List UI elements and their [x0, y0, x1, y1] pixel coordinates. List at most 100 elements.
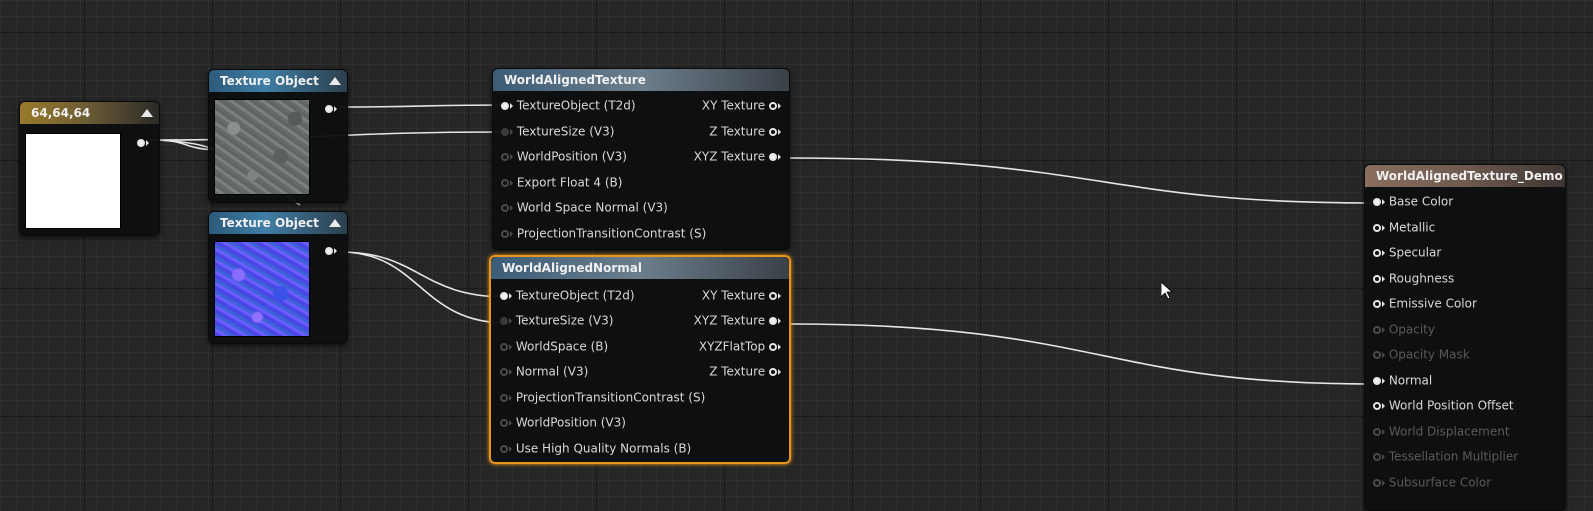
pin-icon[interactable] [137, 138, 145, 147]
node-header[interactable]: Texture Object [209, 212, 347, 234]
pin-arrow-icon [778, 292, 781, 299]
wire-wat-xyz-to-basecolor[interactable] [789, 157, 1373, 204]
input-pin-roughness[interactable]: Roughness [1373, 268, 1454, 288]
output-pin[interactable] [325, 98, 337, 118]
input-pin-worldspace[interactable]: WorldSpace (B) [500, 336, 608, 356]
pin-icon[interactable] [769, 291, 777, 300]
pin-icon[interactable] [1373, 223, 1381, 232]
pin-label: Normal (V3) [515, 364, 589, 379]
pin-icon[interactable] [500, 316, 508, 325]
output-pin-ztexture[interactable]: Z Texture [709, 121, 781, 141]
texture-object-node-2[interactable]: Texture Object [208, 211, 348, 344]
node-header[interactable]: WorldAlignedTexture_Demo [1365, 165, 1565, 187]
pin-icon[interactable] [1373, 452, 1381, 461]
input-pin-worldpositionoffset[interactable]: World Position Offset [1373, 395, 1514, 415]
pin-icon[interactable] [500, 444, 508, 453]
input-pin-worlddisplacement[interactable]: World Displacement [1373, 421, 1510, 441]
pin-label: TextureSize (V3) [516, 124, 615, 139]
input-pin-normal[interactable]: Normal [1373, 370, 1432, 390]
pin-icon[interactable] [1373, 376, 1381, 385]
pin-icon[interactable] [769, 127, 777, 136]
pin-icon[interactable] [501, 178, 509, 187]
input-pin-normal[interactable]: Normal (V3) [500, 361, 588, 381]
input-pin-emissive[interactable]: Emissive Color [1373, 293, 1477, 313]
pin-label: ProjectionTransitionContrast (S) [516, 226, 707, 241]
pin-arrow-icon [510, 204, 513, 211]
wire-tex2-to-wan-texobj[interactable] [339, 251, 508, 298]
pin-label: XYZ Texture [693, 149, 766, 164]
input-pin-tessellation[interactable]: Tessellation Multiplier [1373, 446, 1518, 466]
input-pin-texturesize[interactable]: TextureSize (V3) [500, 310, 613, 330]
pin-icon[interactable] [500, 418, 508, 427]
output-pin-ztexture[interactable]: Z Texture [709, 361, 781, 381]
node-header[interactable]: WorldAlignedNormal [491, 257, 789, 279]
collapse-arrow-icon[interactable] [141, 109, 153, 117]
texture-object-node-1[interactable]: Texture Object [208, 69, 348, 203]
input-pin-texturesize[interactable]: TextureSize (V3) [501, 121, 614, 141]
pin-icon[interactable] [500, 393, 508, 402]
input-pin-specular[interactable]: Specular [1373, 242, 1441, 262]
pin-icon[interactable] [769, 316, 777, 325]
pin-icon[interactable] [500, 291, 508, 300]
output-pin[interactable] [325, 240, 337, 260]
pin-icon[interactable] [500, 342, 508, 351]
pin-icon[interactable] [1373, 325, 1381, 334]
pin-icon[interactable] [501, 203, 509, 212]
pin-icon[interactable] [1373, 401, 1381, 410]
input-pin-subsurface[interactable]: Subsurface Color [1373, 472, 1491, 492]
pin-icon[interactable] [1373, 299, 1381, 308]
pin-arrow-icon [510, 179, 513, 186]
input-pin-projectioncontrast[interactable]: ProjectionTransitionContrast (S) [501, 223, 706, 243]
pin-icon[interactable] [501, 229, 509, 238]
pin-icon[interactable] [769, 342, 777, 351]
wire-tex2-to-wan-texsize[interactable] [339, 251, 508, 324]
output-pin-xyztexture[interactable]: XYZ Texture [694, 310, 781, 330]
pin-icon[interactable] [325, 246, 333, 255]
input-pin-highqualitynormals[interactable]: Use High Quality Normals (B) [500, 438, 691, 458]
pin-icon[interactable] [500, 367, 508, 376]
pin-icon[interactable] [769, 367, 777, 376]
output-pin[interactable] [137, 132, 149, 152]
pin-icon[interactable] [1373, 248, 1381, 257]
pin-icon[interactable] [769, 152, 777, 161]
world-aligned-texture-node[interactable]: WorldAlignedTexture TextureObject (T2d) … [492, 68, 790, 250]
pin-icon[interactable] [1373, 274, 1381, 283]
input-pin-exportfloat4[interactable]: Export Float 4 (B) [501, 172, 622, 192]
pin-icon[interactable] [325, 104, 333, 113]
pin-icon[interactable] [769, 101, 777, 110]
pin-icon[interactable] [1373, 197, 1381, 206]
node-title: WorldAlignedTexture_Demo [1376, 169, 1563, 183]
world-aligned-normal-node[interactable]: WorldAlignedNormal TextureObject (T2d) T… [489, 255, 791, 464]
input-pin-textureobject[interactable]: TextureObject (T2d) [500, 285, 635, 305]
constant-vector-node[interactable]: 64,64,64 [19, 101, 160, 236]
input-pin-opacity[interactable]: Opacity [1373, 319, 1435, 339]
wire-tex1-to-wat[interactable] [339, 104, 508, 108]
input-pin-projectioncontrast[interactable]: ProjectionTransitionContrast (S) [500, 387, 705, 407]
wire-wan-xyz-to-normal[interactable] [789, 323, 1373, 385]
output-pin-xyzflattop[interactable]: XYZFlatTop [699, 336, 781, 356]
input-pin-basecolor[interactable]: Base Color [1373, 191, 1453, 211]
pin-icon[interactable] [501, 101, 509, 110]
node-header[interactable]: 64,64,64 [20, 102, 159, 124]
node-header[interactable]: Texture Object [209, 70, 347, 92]
input-pin-textureobject[interactable]: TextureObject (T2d) [501, 95, 636, 115]
node-header[interactable]: WorldAlignedTexture [493, 69, 789, 91]
output-pin-xytexture[interactable]: XY Texture [702, 285, 781, 305]
pin-icon[interactable] [501, 127, 509, 136]
pin-icon[interactable] [1373, 350, 1381, 359]
material-result-node[interactable]: WorldAlignedTexture_Demo Base Color Meta… [1364, 164, 1566, 511]
input-pin-worldspacenormal[interactable]: World Space Normal (V3) [501, 197, 668, 217]
input-pin-worldposition[interactable]: WorldPosition (V3) [501, 146, 627, 166]
pin-icon[interactable] [1373, 427, 1381, 436]
input-pin-opacitymask[interactable]: Opacity Mask [1373, 344, 1470, 364]
pin-label: Z Texture [709, 124, 766, 139]
pin-arrow-icon [778, 128, 781, 135]
input-pin-metallic[interactable]: Metallic [1373, 217, 1435, 237]
pin-icon[interactable] [1373, 478, 1381, 487]
pin-icon[interactable] [501, 152, 509, 161]
output-pin-xyztexture[interactable]: XYZ Texture [694, 146, 781, 166]
collapse-arrow-icon[interactable] [329, 219, 341, 227]
output-pin-xytexture[interactable]: XY Texture [702, 95, 781, 115]
input-pin-worldposition[interactable]: WorldPosition (V3) [500, 412, 626, 432]
collapse-arrow-icon[interactable] [329, 77, 341, 85]
